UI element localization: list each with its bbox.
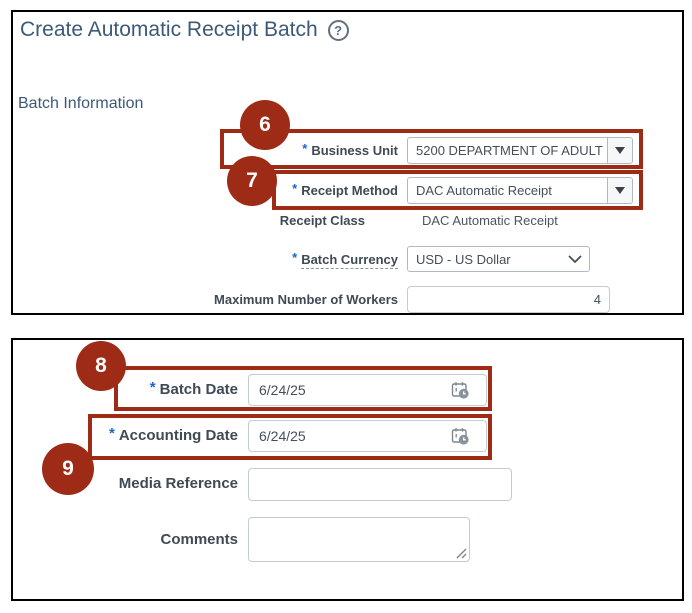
max-workers-label: Maximum Number of Workers <box>150 292 398 307</box>
help-icon-glyph: ? <box>334 22 343 38</box>
media-reference-label-text: Media Reference <box>118 475 238 492</box>
accounting-date-label: *Accounting Date <box>40 425 238 444</box>
batch-currency-label-text: Batch Currency <box>301 252 398 269</box>
receipt-method-dropdown-button[interactable] <box>607 178 632 203</box>
media-reference-label: Media Reference <box>40 475 238 492</box>
receipt-class-label: Receipt Class <box>180 213 365 228</box>
batch-date-label-text: Batch Date <box>159 381 238 398</box>
business-unit-label: *Business Unit <box>180 141 398 158</box>
business-unit-value[interactable]: 5200 DEPARTMENT OF ADULT <box>416 143 603 158</box>
batch-date-label: *Batch Date <box>40 379 238 398</box>
required-marker: * <box>108 425 115 442</box>
required-marker: * <box>149 379 156 396</box>
receipt-method-combobox[interactable]: DAC Automatic Receipt <box>407 177 633 204</box>
business-unit-dropdown-button[interactable] <box>607 138 632 163</box>
batch-currency-value: USD - US Dollar <box>416 251 511 267</box>
batch-date-input[interactable] <box>248 374 487 406</box>
receipt-method-label: *Receipt Method <box>180 181 398 198</box>
accounting-date-calendar-icon[interactable] <box>450 426 470 446</box>
page-title: Create Automatic Receipt Batch <box>20 18 318 41</box>
accounting-date-label-text: Accounting Date <box>118 427 238 444</box>
dropdown-caret-icon <box>615 147 625 154</box>
receipt-method-value[interactable]: DAC Automatic Receipt <box>416 183 552 198</box>
callout-number: 7 <box>246 169 258 192</box>
comments-label-text: Comments <box>160 531 238 548</box>
media-reference-input[interactable] <box>248 468 512 501</box>
max-workers-input[interactable] <box>407 286 610 313</box>
max-workers-label-text: Maximum Number of Workers <box>214 292 398 307</box>
receipt-method-label-text: Receipt Method <box>301 183 398 198</box>
callout-circle-6: 6 <box>240 100 290 150</box>
page-header: Create Automatic Receipt Batch ? <box>20 18 349 42</box>
help-icon[interactable]: ? <box>327 19 349 41</box>
receipt-class-label-text: Receipt Class <box>279 213 365 228</box>
business-unit-combobox[interactable]: 5200 DEPARTMENT OF ADULT <box>407 137 633 164</box>
dropdown-caret-icon <box>615 187 625 194</box>
comments-textarea[interactable] <box>248 517 470 562</box>
required-marker: * <box>302 141 308 156</box>
accounting-date-input[interactable] <box>248 420 487 452</box>
batch-currency-label: *Batch Currency <box>180 250 398 269</box>
required-marker: * <box>292 181 298 196</box>
batch-currency-select[interactable]: USD - US Dollar <box>407 246 590 272</box>
comments-label: Comments <box>40 531 238 548</box>
section-title-batch-information: Batch Information <box>18 95 144 112</box>
callout-circle-9: 9 <box>42 443 94 495</box>
callout-circle-8: 8 <box>76 341 126 391</box>
receipt-class-value: DAC Automatic Receipt <box>422 213 558 228</box>
required-marker: * <box>292 250 298 265</box>
callout-circle-7: 7 <box>227 156 277 206</box>
callout-number: 6 <box>259 113 271 136</box>
business-unit-label-text: Business Unit <box>311 143 398 158</box>
batch-date-calendar-icon[interactable] <box>450 380 470 400</box>
chevron-down-icon <box>568 255 582 264</box>
callout-number: 9 <box>62 457 74 480</box>
callout-number: 8 <box>95 354 107 377</box>
